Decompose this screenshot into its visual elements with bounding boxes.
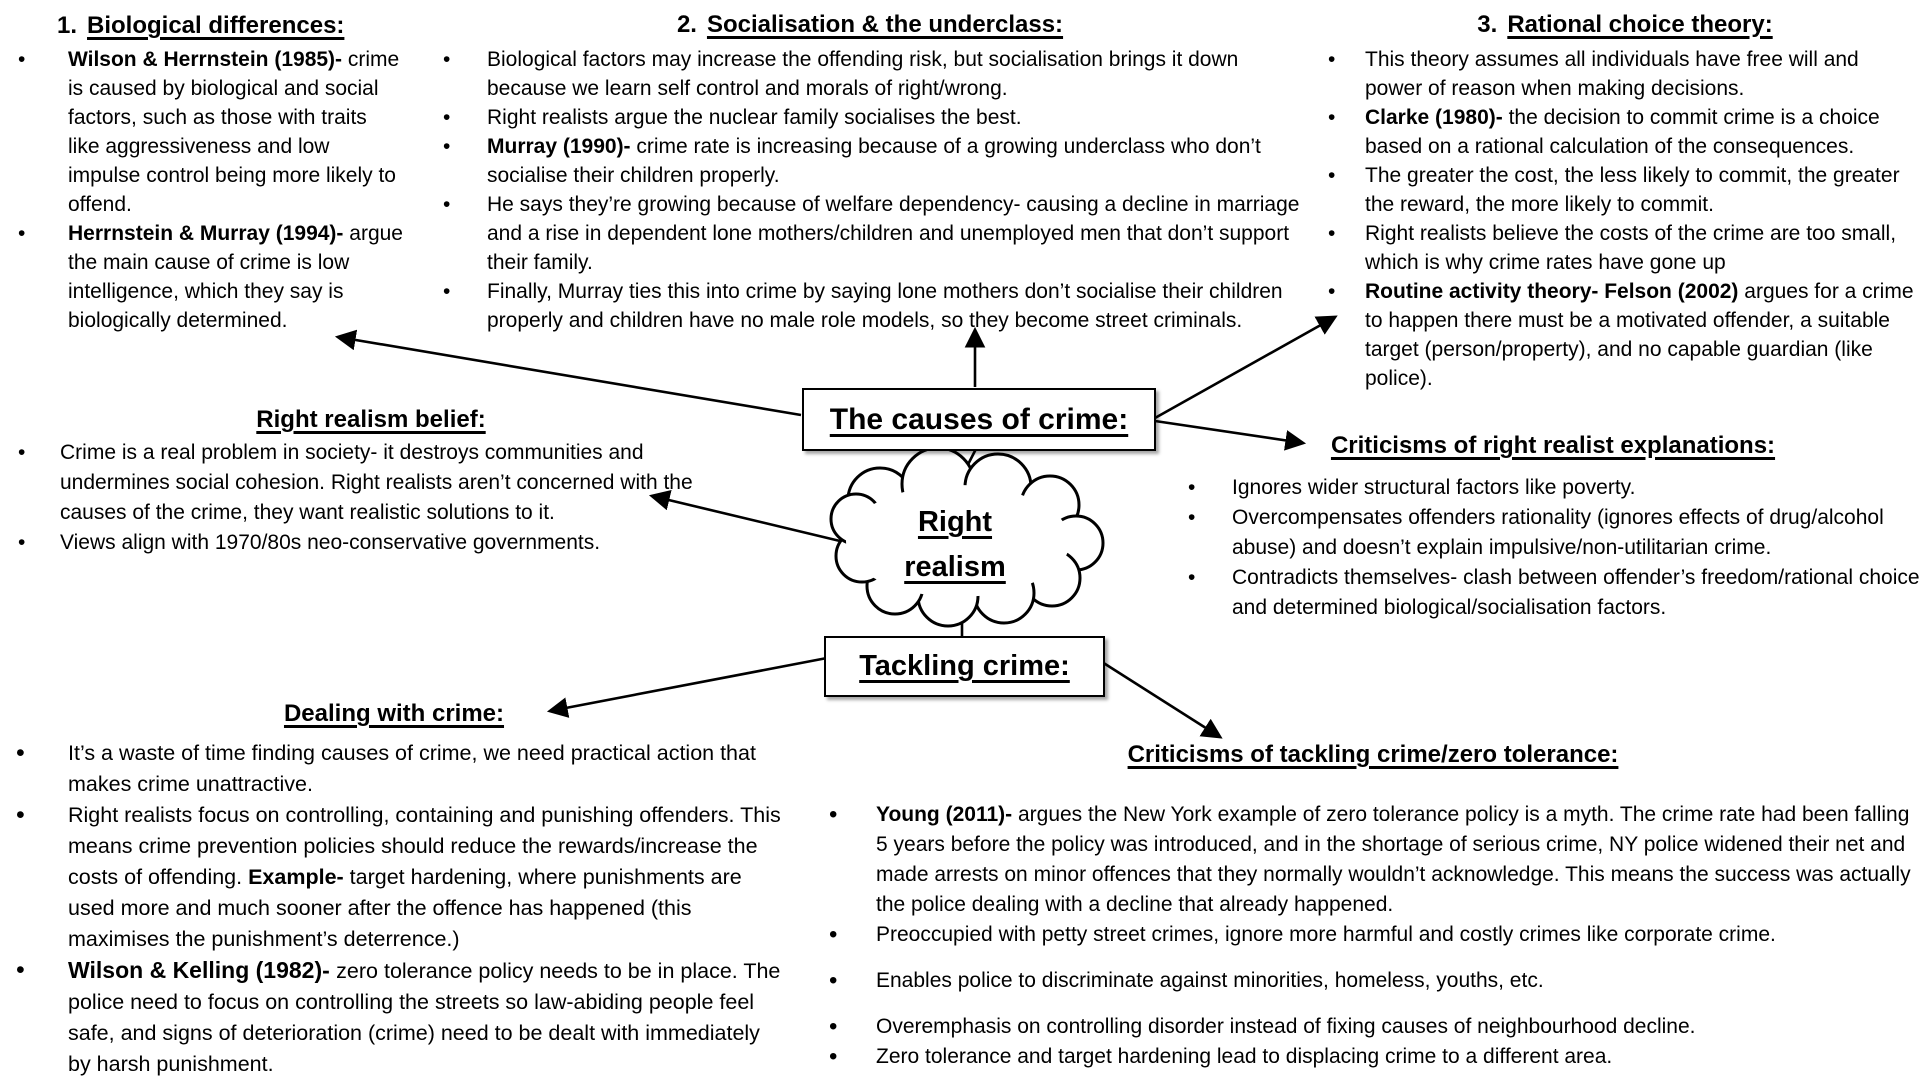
list-item: The greater the cost, the less likely to…	[1328, 161, 1915, 219]
criticisms-tackling-list: Young (2011)- argues the New York exampl…	[829, 800, 1920, 1072]
list-item: Wilson & Kelling (1982)- zero tolerance …	[16, 955, 786, 1080]
list-item: Herrnstein & Murray (1994)- argue the ma…	[18, 219, 404, 335]
list-item: Crime is a real problem in society- it d…	[18, 438, 708, 528]
tackling-crime-node: Tackling crime:	[824, 636, 1105, 697]
right-realism-cloud-shape	[829, 446, 1105, 628]
right-realism-belief-list: Crime is a real problem in society- it d…	[18, 438, 708, 558]
arrow-causes-to-rational	[1154, 315, 1338, 420]
causes-of-crime-label: The causes of crime:	[829, 402, 1129, 436]
criticisms-right-realist-list: Ignores wider structural factors like po…	[1188, 473, 1920, 623]
list-item: Right realists believe the costs of the …	[1328, 219, 1915, 277]
heading-criticisms-tackling: Criticisms of tackling crime/zero tolera…	[1127, 741, 1619, 768]
rational-choice-list: This theory assumes all individuals have…	[1328, 45, 1915, 393]
list-item: Contradicts themselves- clash between of…	[1188, 563, 1920, 623]
arrow-tackling-to-dealing	[546, 656, 828, 718]
arrow-tackling-to-crittack	[1101, 660, 1223, 739]
heading-rational-choice: 3.Rational choice theory:	[1477, 11, 1773, 38]
tackling-crime-label: Tackling crime:	[859, 650, 1070, 682]
list-item: Routine activity theory- Felson (2002) a…	[1328, 277, 1915, 393]
causes-of-crime-node: The causes of crime:	[802, 388, 1156, 451]
heading-dealing-with-crime: Dealing with crime:	[283, 700, 505, 727]
list-item: Enables police to discriminate against m…	[829, 966, 1920, 996]
dealing-with-crime-list: It’s a waste of time finding causes of c…	[16, 738, 786, 1080]
list-item: Wilson & Herrnstein (1985)- crime is cau…	[18, 45, 404, 219]
list-item: Right realists argue the nuclear family …	[443, 103, 1305, 132]
list-item: Finally, Murray ties this into crime by …	[443, 277, 1305, 335]
list-item: Biological factors may increase the offe…	[443, 45, 1305, 103]
list-item: This theory assumes all individuals have…	[1328, 45, 1915, 103]
socialisation-underclass-list: Biological factors may increase the offe…	[443, 45, 1305, 335]
list-item: Zero tolerance and target hardening lead…	[829, 1042, 1920, 1072]
heading-criticisms-right-realist: Criticisms of right realist explanations…	[1330, 432, 1776, 459]
list-item: Clarke (1980)- the decision to commit cr…	[1328, 103, 1915, 161]
list-item: Overemphasis on controlling disorder ins…	[829, 1012, 1920, 1042]
right-realism-label: Right realism	[904, 506, 1006, 583]
list-item: He says they’re growing because of welfa…	[443, 190, 1305, 277]
arrow-causes-to-criticisms	[1154, 419, 1307, 451]
heading-socialisation-underclass: 2.Socialisation & the underclass:	[676, 11, 1064, 38]
list-item: It’s a waste of time finding causes of c…	[16, 738, 786, 800]
biological-differences-list: Wilson & Herrnstein (1985)- crime is cau…	[18, 45, 404, 335]
list-item: Right realists focus on controlling, con…	[16, 800, 786, 955]
list-item: Young (2011)- argues the New York exampl…	[829, 800, 1920, 920]
list-item: Preoccupied with petty street crimes, ig…	[829, 920, 1920, 950]
arrow-causes-to-biological	[334, 329, 802, 417]
heading-right-realism-belief: Right realism belief:	[256, 406, 486, 433]
list-item: Murray (1990)- crime rate is increasing …	[443, 132, 1305, 190]
list-item: Ignores wider structural factors like po…	[1188, 473, 1920, 503]
list-item: Views align with 1970/80s neo-conservati…	[18, 528, 708, 558]
list-item: Overcompensates offenders rationality (i…	[1188, 503, 1920, 563]
heading-biological-differences: 1.Biological differences:	[57, 12, 345, 39]
